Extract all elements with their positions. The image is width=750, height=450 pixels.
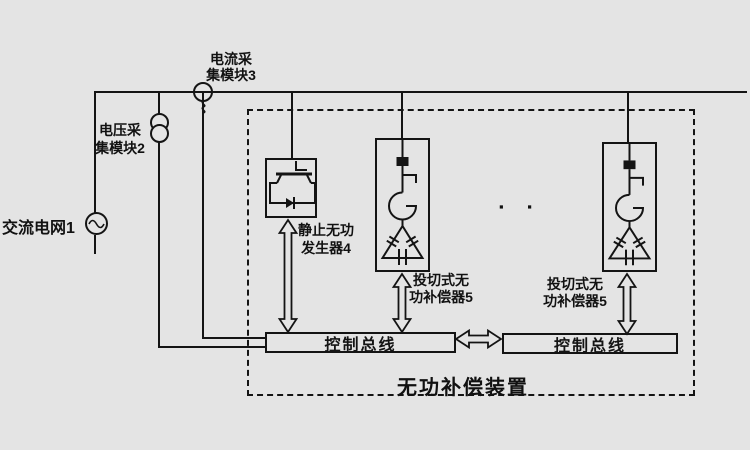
current-transformer-icon: [193, 82, 213, 102]
ac-grid-label: 交流电网1: [2, 220, 75, 237]
grid-feeder-stub: [94, 235, 96, 254]
sine-wave-icon: [88, 219, 105, 229]
igbt-diode-icon: [269, 161, 316, 209]
comp2-feeder-line: [627, 91, 629, 142]
current-sense-line: [202, 91, 204, 339]
svg-feeder-line: [291, 91, 293, 158]
voltage-module-label: 电压采 集模块2: [95, 122, 145, 156]
breaker-inductor-capacitor-icon: [607, 142, 652, 266]
compensation-device-boundary: [247, 109, 695, 396]
voltage-transformer-icon: [150, 124, 169, 143]
comp1-feeder-line: [401, 91, 403, 138]
ct-link-squiggle-icon: [201, 100, 206, 114]
svg-controlbus-arrow-icon: [277, 218, 299, 334]
main-bus-line: [94, 91, 747, 93]
control-bus-1: 控制总线: [265, 332, 456, 354]
static-var-generator-label: 静止无功 发生器4: [298, 222, 354, 256]
current-to-bus-wire: [202, 337, 278, 339]
current-module-label: 电流采 集模块3: [206, 51, 256, 83]
compensator2-label: 投切式无 功补偿器5: [543, 276, 607, 309]
grid-feeder-line: [94, 91, 96, 213]
comp1-controlbus-arrow-icon: [391, 272, 413, 334]
voltage-to-bus-wire: [158, 346, 278, 348]
breaker-inductor-capacitor-icon: [380, 138, 425, 265]
compensator1-label: 投切式无 功补偿器5: [409, 272, 473, 305]
control-bus-2-label: 控制总线: [553, 337, 626, 355]
more-units-ellipsis: ▪ ▪: [499, 199, 542, 214]
voltage-sense-line: [158, 91, 160, 348]
control-bus-2: 控制总线: [502, 333, 678, 355]
ac-source-icon: [85, 212, 108, 235]
bus-to-bus-arrow-icon: [454, 328, 503, 350]
control-bus-1-label: 控制总线: [324, 336, 397, 354]
comp2-controlbus-arrow-icon: [616, 272, 638, 336]
device-boundary-label: 无功补偿装置: [397, 377, 529, 399]
